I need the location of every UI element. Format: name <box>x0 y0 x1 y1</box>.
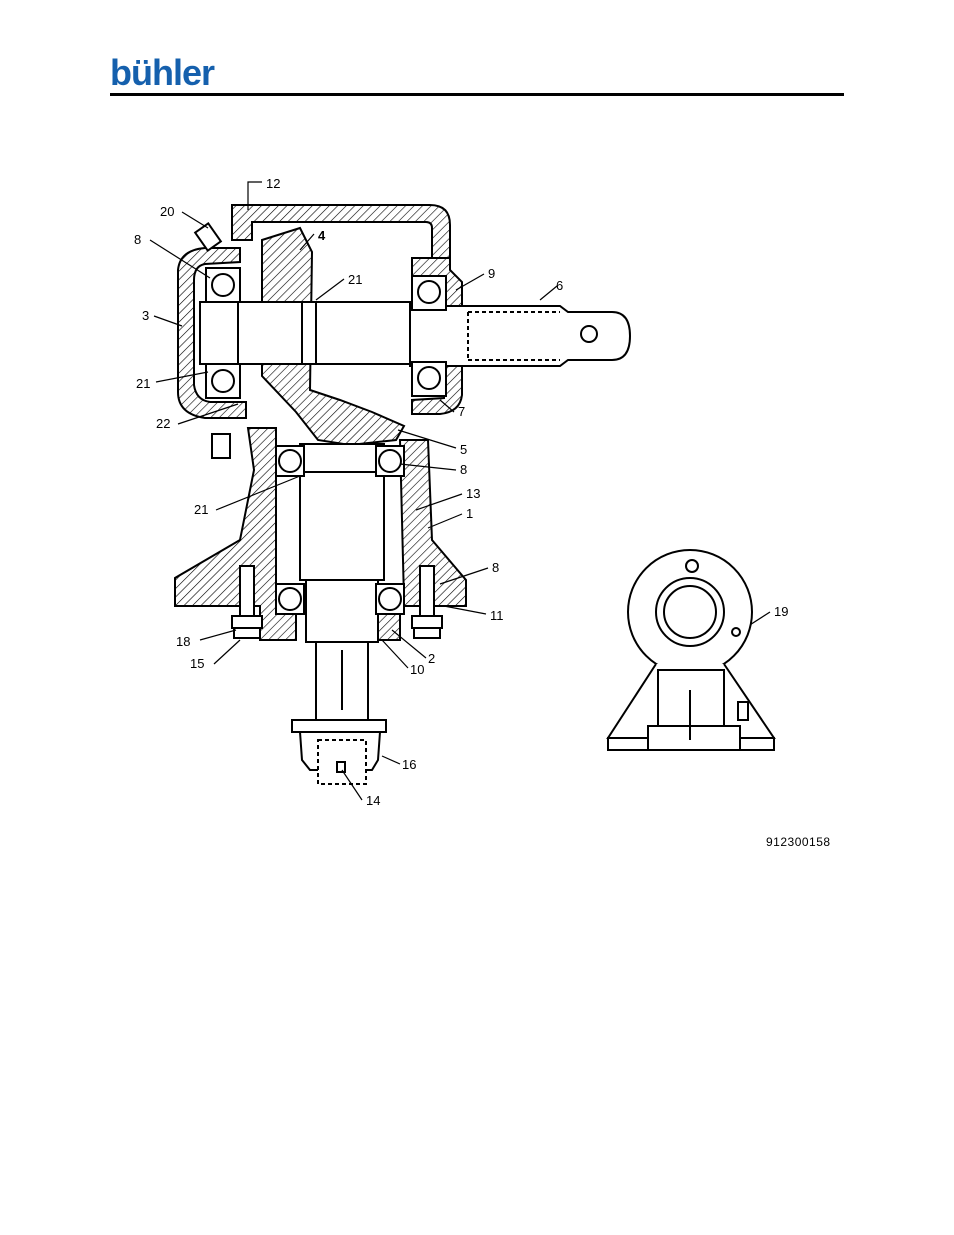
callout-18: 18 <box>176 634 190 649</box>
callout-4: 4 <box>318 228 326 243</box>
callout-11: 11 <box>490 608 504 623</box>
drawing-number: 912300158 <box>766 835 831 849</box>
callout-5: 5 <box>460 442 467 457</box>
callout-21: 21 <box>136 376 150 391</box>
callout-12: 12 <box>266 176 280 191</box>
callout-10: 10 <box>410 662 424 677</box>
callout-22: 22 <box>156 416 170 431</box>
callout-6: 6 <box>556 278 563 293</box>
callout-9: 9 <box>488 266 495 281</box>
callout-15: 15 <box>190 656 204 671</box>
callout-20: 20 <box>160 204 174 219</box>
callout-7: 7 <box>458 404 465 419</box>
callout-13: 13 <box>466 486 480 501</box>
callout-2: 2 <box>428 651 435 666</box>
callout-21: 21 <box>194 502 208 517</box>
end-view <box>608 550 774 750</box>
callout-19: 19 <box>774 604 788 619</box>
callout-8: 8 <box>134 232 141 247</box>
callout-8: 8 <box>492 560 499 575</box>
callout-14: 14 <box>366 793 380 808</box>
callout-8: 8 <box>460 462 467 477</box>
callout-1: 1 <box>466 506 473 521</box>
callout-3: 3 <box>142 308 149 323</box>
callout-16: 16 <box>402 757 416 772</box>
callout-21: 21 <box>348 272 362 287</box>
